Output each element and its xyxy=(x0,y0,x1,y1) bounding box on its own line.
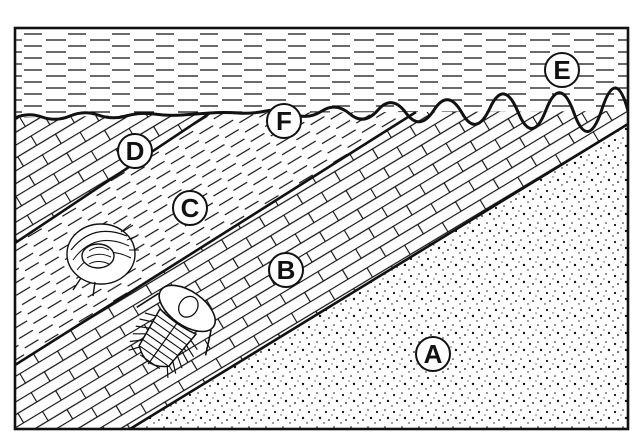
label-d-text: D xyxy=(126,136,145,166)
label-b-text: B xyxy=(277,255,296,285)
layer-e xyxy=(15,28,628,123)
label-c: C xyxy=(172,190,208,226)
unconformity-f xyxy=(15,86,628,133)
label-c-text: C xyxy=(181,193,200,223)
curled-trilobite-fossil-icon xyxy=(66,223,139,297)
contact-d-c xyxy=(15,111,211,245)
contact-b-a xyxy=(129,122,628,429)
label-e: E xyxy=(544,52,580,88)
label-e-text: E xyxy=(553,55,570,85)
label-d: D xyxy=(117,133,153,169)
contact-c-b xyxy=(15,110,417,367)
diagram-frame xyxy=(13,26,630,431)
label-a-text: A xyxy=(424,339,443,369)
label-f: F xyxy=(266,103,302,139)
label-f-text: F xyxy=(276,106,292,136)
label-b: B xyxy=(268,252,304,288)
label-a: A xyxy=(415,336,451,372)
trilobite-fossil-icon xyxy=(128,284,216,378)
